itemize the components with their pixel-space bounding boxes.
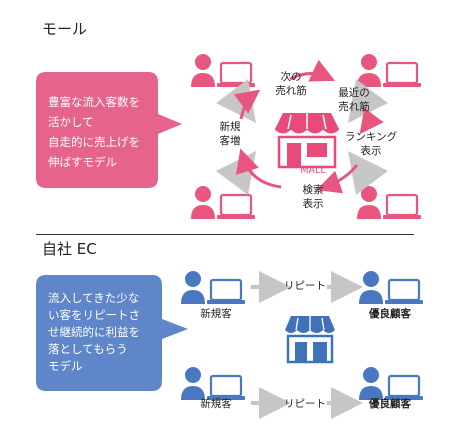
label-recent-trend: 最近の 売れ筋 <box>338 87 370 113</box>
ec-repeat-label-2: リピート <box>284 398 326 410</box>
mall-cycle-graphic <box>191 54 421 219</box>
mall-user-icon-bottom-left <box>191 186 255 219</box>
grey-arrow-bottom-left <box>215 151 257 196</box>
ec-loyal-customer-label-2: 優良顧客 <box>369 398 411 410</box>
cycle-arrow-bottom-left <box>235 148 282 189</box>
ec-repeat-label-1: リピート <box>284 280 326 292</box>
cycle-arrow-top <box>289 59 336 82</box>
mall-section-title: モール <box>42 20 88 38</box>
mall-shop-icon <box>274 113 340 169</box>
section-divider <box>36 234 414 235</box>
ec-repeat-graphic <box>181 271 423 419</box>
ec-loyal-user-icon-1 <box>359 271 423 304</box>
ec-loyal-customer-label-1: 優良顧客 <box>369 308 411 320</box>
label-ranking: ランキング 表示 <box>344 131 398 157</box>
ec-shop-icon <box>285 316 335 364</box>
ec-speech-bubble <box>36 275 188 391</box>
cycle-arrow-left <box>233 89 261 120</box>
cycle-arrow-right <box>359 106 384 135</box>
label-new-customers: 新規 客増 <box>219 121 241 147</box>
ec-new-user-icon-2 <box>181 367 245 400</box>
ec-section-title: 自社 EC <box>42 240 97 258</box>
cycle-arrow-bottom-right <box>316 164 359 194</box>
ec-new-customer-label-2: 新規客 <box>200 398 232 410</box>
mall-shop-label: MALL <box>300 165 326 176</box>
label-search: 検索 表示 <box>302 184 324 210</box>
mall-user-icon-top-right <box>357 54 421 87</box>
ec-loyal-user-icon-2 <box>359 367 423 400</box>
label-next-trend: 次の 売れ筋 <box>275 71 307 97</box>
mall-bubble-text: 豊富な流入客数を 活かして 自走的に売上げを 伸ばすモデル <box>48 95 140 169</box>
grey-arrow-bottom-right <box>347 151 389 196</box>
grey-arrow-top-right <box>347 78 389 123</box>
mall-speech-bubble <box>36 72 182 188</box>
mall-user-icon-top-left <box>191 54 255 87</box>
ec-new-customer-label-1: 新規客 <box>200 308 232 320</box>
mall-user-icon-bottom-right <box>357 186 421 219</box>
ec-bubble-text: 流入してきた少な い客をリピートさ せ継続的に利益を 落としてもらう モデル <box>48 291 140 373</box>
ec-new-user-icon-1 <box>181 271 245 304</box>
